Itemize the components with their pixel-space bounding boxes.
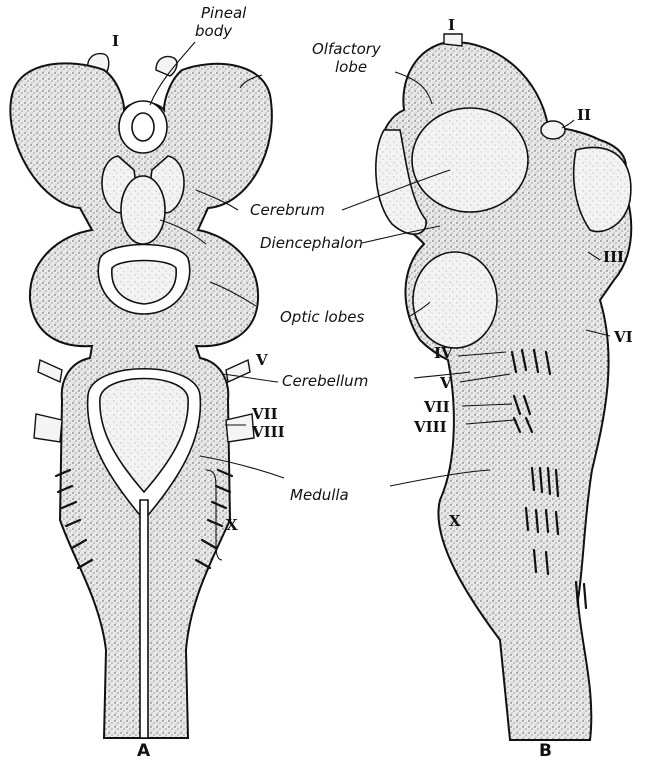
a-diencephalon-center [121,176,165,244]
a-nerve-label-v: V [255,351,268,369]
label-olfactory-line1: Olfactory [312,40,382,58]
b-nerve-label-vi: VI [613,328,633,346]
label-diencephalon: Diencephalon [260,234,363,252]
panel-a-dorsal-view: I V VII VIII X A [10,32,284,760]
label-pineal-line2: body [195,22,233,40]
label-medulla: Medulla [290,486,349,504]
a-pineal-inner [132,113,154,141]
a-nerve-label-vii: VII [251,405,278,423]
a-nerve-v-right [226,360,250,382]
b-olfactory-nerve [444,34,462,46]
b-nerve-label-i: I [448,16,455,34]
label-cerebrum: Cerebrum [250,201,325,219]
b-nerve-label-iv: IV [434,344,453,362]
b-nerve-label-ii: II [577,106,591,124]
b-nerve-label-vii: VII [423,398,450,416]
a-central-canal [140,500,148,738]
b-optic-nerve [541,121,565,139]
a-nerve-label-i: I [112,32,119,50]
label-optic-lobes: Optic lobes [280,308,364,326]
b-optic-lobe [413,252,497,348]
a-nerve-v-left [38,360,62,382]
a-nerve-vii-left [34,414,62,442]
panel-label-b: B [539,741,552,760]
b-nerve-label-x: X [449,512,461,530]
label-pineal-line1: Pineal [201,4,247,22]
b-nerve-label-v: V [439,374,452,392]
panel-label-a: A [137,741,151,760]
label-cerebellum: Cerebellum [282,372,368,390]
a-nerve-vii-right [226,414,254,442]
b-cerebrum [412,108,528,212]
a-nerve-label-x: X [226,516,238,534]
b-nerve-label-iii: III [603,248,624,266]
b-nerve-label-viii: VIII [413,418,447,436]
label-olfactory-line2: lobe [335,58,367,76]
panel-b-lateral-view: I II III IV V VI VII VIII X B [342,16,633,760]
a-nerve-label-viii: VIII [251,423,285,441]
